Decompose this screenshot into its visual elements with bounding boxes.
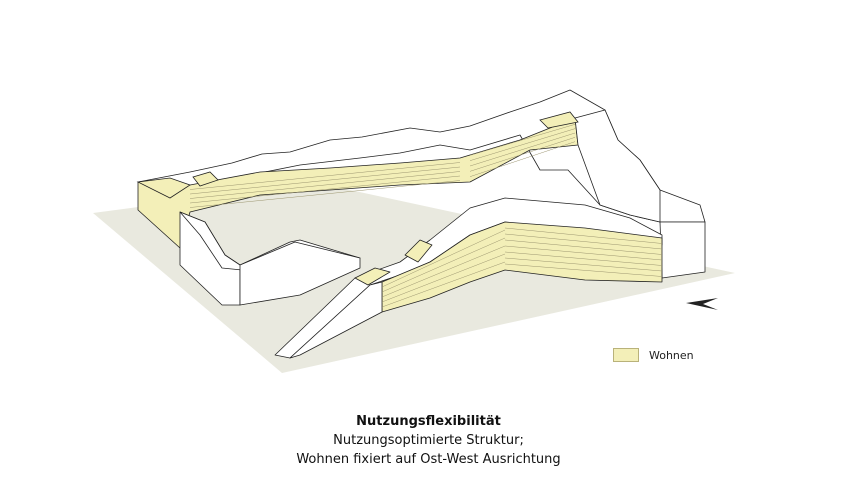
floor-line [381,253,506,303]
floor-line [189,171,461,199]
building-south-wing [274,197,663,359]
floor-line [469,137,576,172]
south-wing-roof-housing-b [404,239,433,263]
caption: Nutzungsflexibilität Nutzungsoptimierte … [0,412,857,469]
floor-line [189,166,461,195]
floor-line [504,251,663,266]
north-arrow-icon [686,298,718,310]
floor-line [381,261,506,308]
caption-title: Nutzungsflexibilität [356,414,501,429]
floor-line [504,233,663,250]
north-wing-roof-housing-b [192,171,219,187]
floor-line [469,141,576,177]
floor-line [189,180,461,208]
legend-swatch-wohnen [613,348,639,362]
floor-line [504,263,663,277]
floor-line [504,227,663,244]
floor-line [504,239,663,255]
caption-line-1: Nutzungsoptimierte Struktur; [333,433,524,448]
legend: Wohnen [613,347,694,363]
floor-line [504,257,663,272]
south-wing-roof-housing-a [354,267,391,286]
north-east-roof-housing [539,111,579,129]
east-corner-facade [659,221,706,279]
legend-label-wohnen: Wohnen [649,348,694,362]
south-wing-housing-facade [381,221,663,313]
north-wing-spur [239,241,361,306]
floor-line [381,237,506,293]
floor-line [504,245,663,261]
floor-line [381,245,506,298]
floor-lines [189,124,663,308]
north-east-strip [574,109,661,223]
floor-line [469,132,576,167]
caption-line-2: Wohnen fixiert auf Ost-West Ausrichtung [296,452,561,467]
floor-line [381,229,506,288]
floor-line [189,175,461,204]
floor-line [469,124,576,156]
floor-line [469,128,576,161]
floor-line [189,162,461,190]
north-wing-roof-housing [136,177,191,199]
